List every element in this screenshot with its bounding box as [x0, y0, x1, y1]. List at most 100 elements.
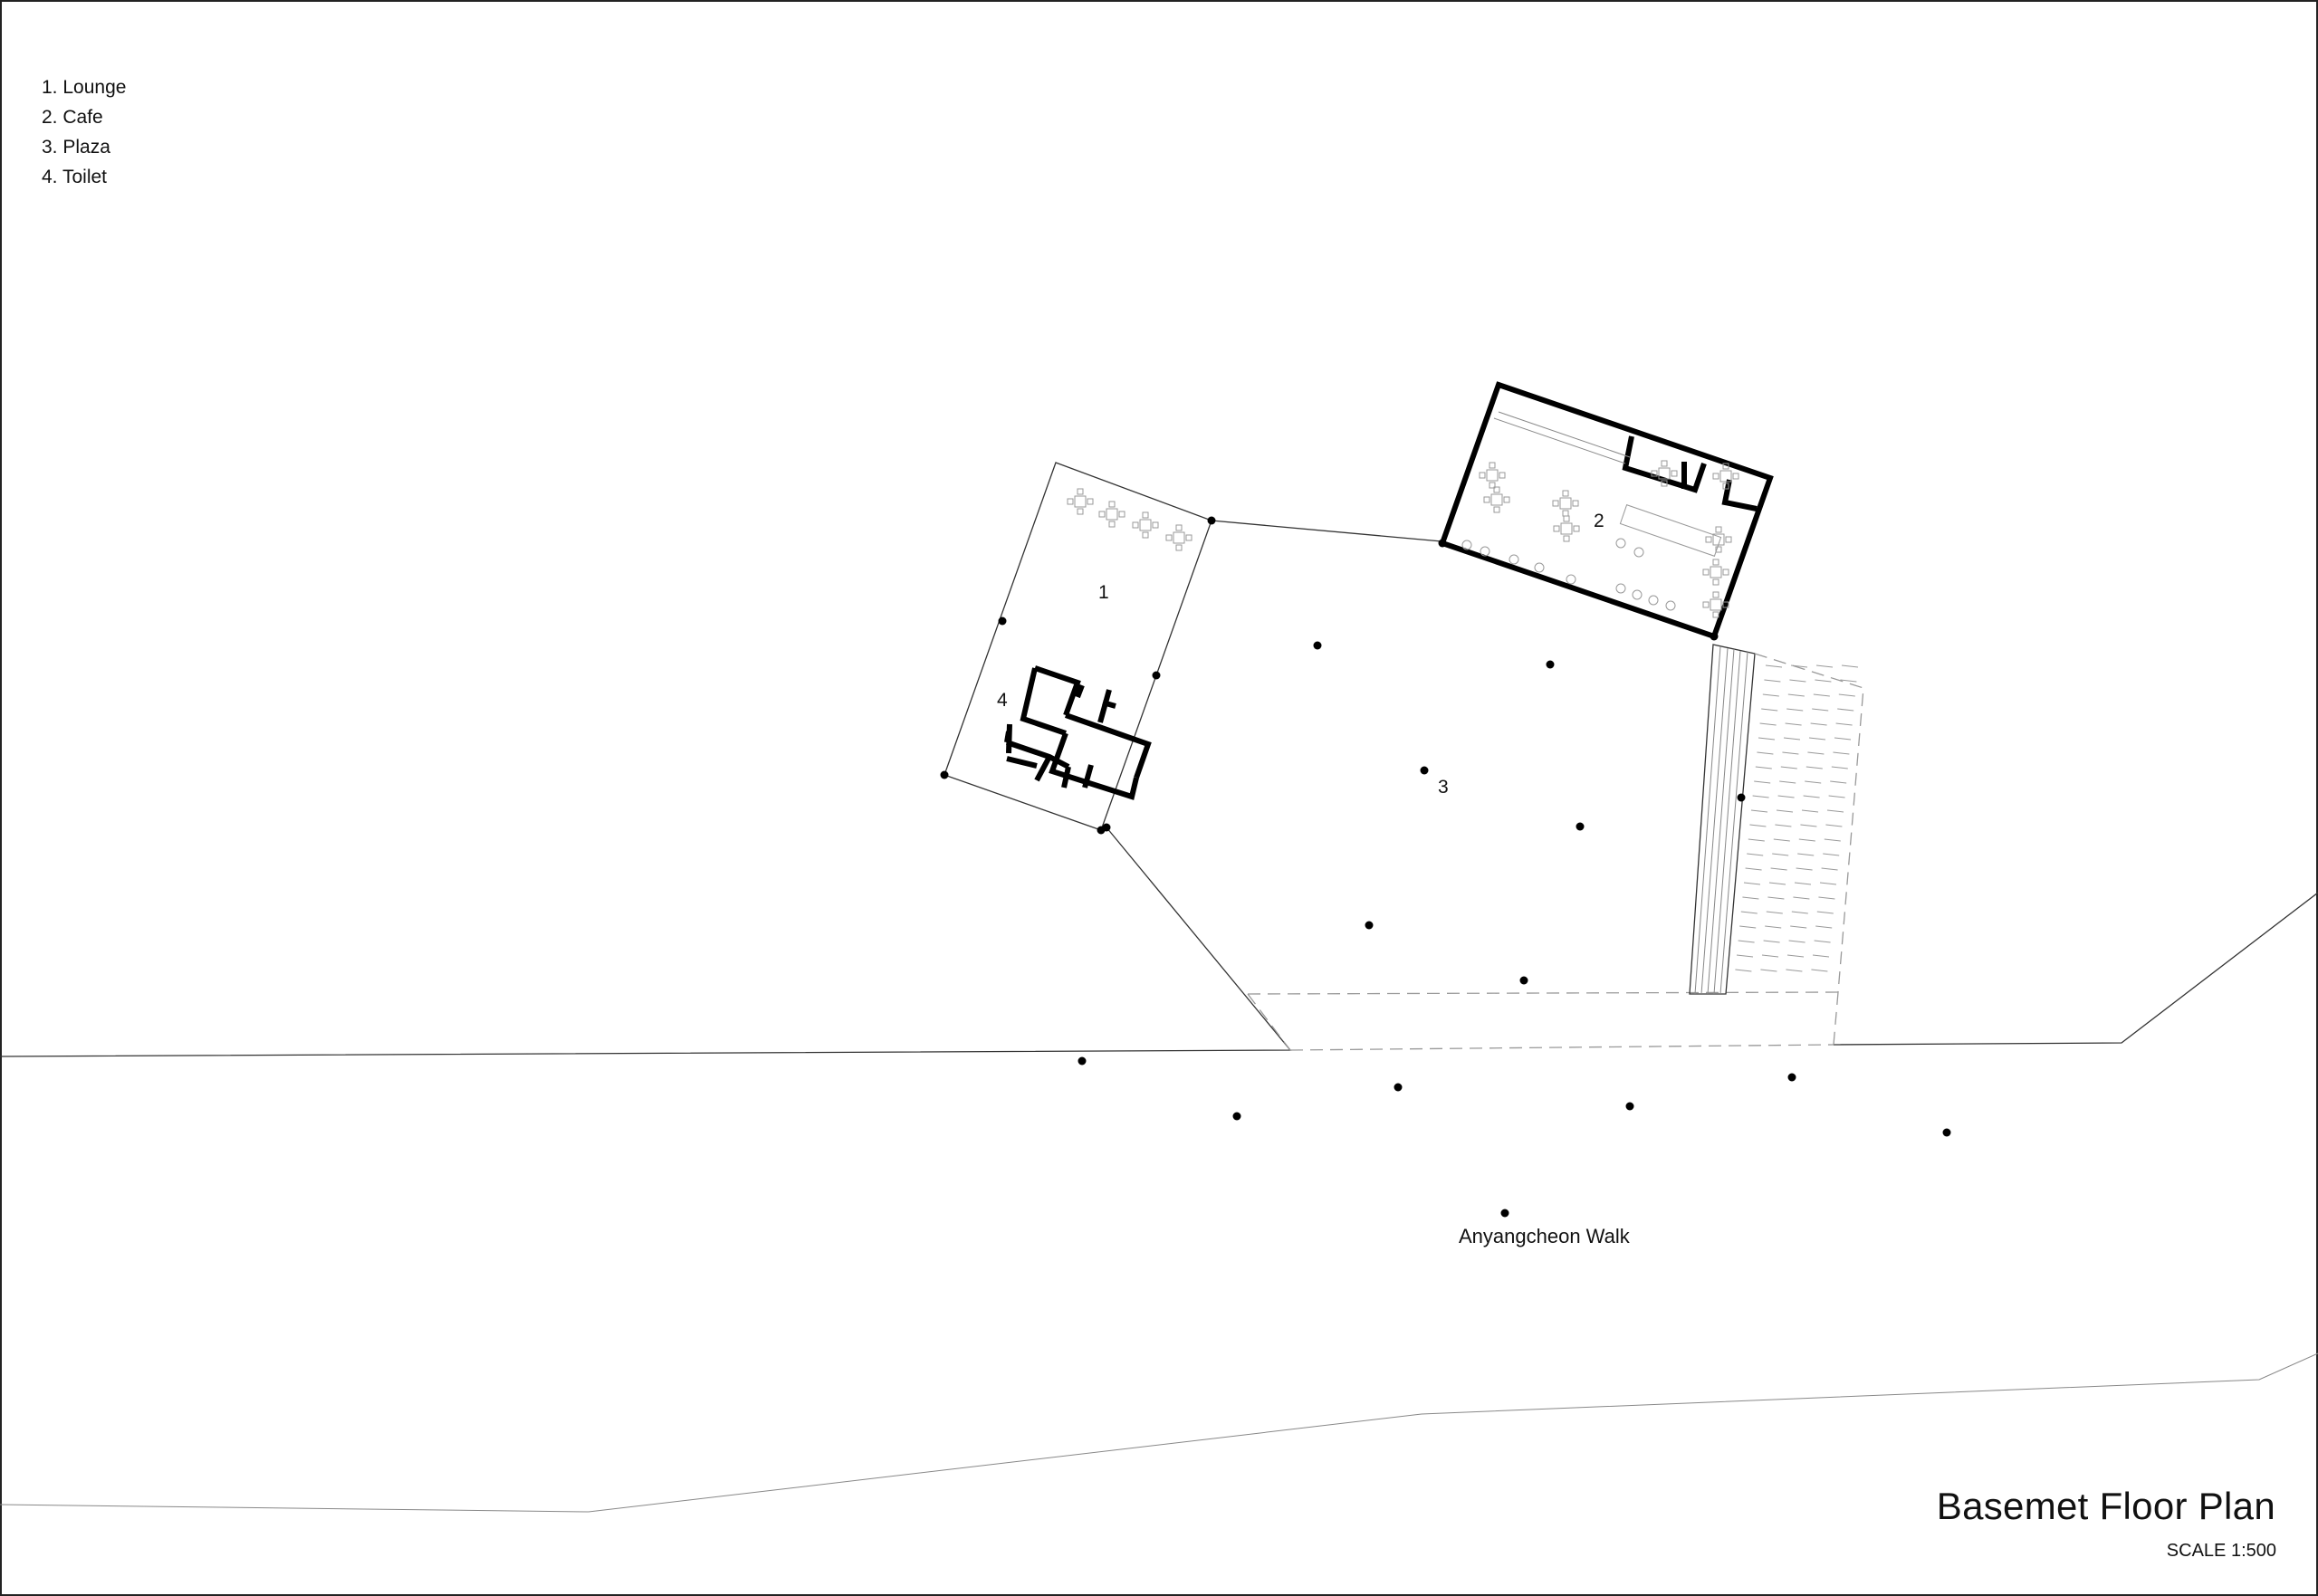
seat-row-mark — [1808, 737, 1826, 741]
seat-row-mark — [1828, 795, 1845, 798]
chair-symbol — [1722, 463, 1729, 470]
seat-row-mark — [1745, 867, 1762, 871]
seat-row-mark — [1815, 679, 1832, 683]
column-dot — [1438, 539, 1447, 548]
seat-row-mark — [1806, 766, 1823, 769]
chair-symbol — [1108, 501, 1116, 508]
legend-item-lounge: 1. Lounge — [42, 77, 127, 98]
seat-row-mark — [1763, 940, 1780, 943]
seat-row-mark — [1748, 838, 1765, 842]
chair-symbol — [1722, 601, 1729, 608]
furniture — [1067, 460, 1739, 618]
seat-row-mark — [1780, 766, 1797, 769]
chair-symbol — [1493, 506, 1500, 513]
chair-symbol — [1572, 500, 1579, 507]
chair-symbol — [1175, 544, 1183, 551]
legend-item-plaza: 3. Plaza — [42, 137, 110, 158]
chair-symbol — [1479, 472, 1486, 479]
long-table-symbol — [1619, 504, 1722, 557]
seat-row-mark — [1785, 722, 1802, 726]
column-dot — [1078, 1056, 1087, 1066]
column-dot — [1365, 921, 1374, 930]
seat-row-mark — [1767, 896, 1785, 900]
chair-symbol — [1489, 482, 1496, 489]
chair-symbol — [1175, 524, 1183, 531]
chair-symbol — [1165, 534, 1173, 541]
columns — [940, 516, 1951, 1218]
seat-row-mark — [1782, 751, 1799, 755]
seat-row-mark — [1807, 751, 1825, 755]
seat-row-mark — [1830, 780, 1847, 784]
seat-row-mark — [1740, 911, 1758, 914]
seat-row-mark — [1791, 911, 1808, 914]
seat-row-mark — [1815, 925, 1833, 929]
room-label-lounge: 1 — [1098, 582, 1109, 603]
chair-symbol — [1712, 591, 1719, 598]
seat-row-mark — [1816, 911, 1834, 914]
seat-row-mark — [1797, 853, 1815, 856]
seat-row-mark — [1812, 708, 1829, 712]
seat-row-mark — [1833, 751, 1850, 755]
table-symbol — [1106, 508, 1118, 521]
stool-symbol — [1648, 595, 1659, 606]
table-symbol — [1490, 493, 1503, 506]
seat-row-mark — [1762, 693, 1779, 697]
seat-row-mark — [1812, 954, 1830, 958]
seat-row-mark — [1790, 664, 1808, 668]
chair-symbol — [1142, 531, 1149, 539]
stool-symbol — [1480, 546, 1490, 557]
chair-symbol — [1067, 498, 1074, 505]
cafe-building — [1439, 381, 1774, 640]
seat-row-mark — [1798, 838, 1815, 842]
room-label-plaza: 3 — [1438, 777, 1449, 798]
seat-row-mark — [1824, 838, 1841, 842]
chair-symbol — [1489, 462, 1496, 469]
column-dot — [1232, 1112, 1241, 1121]
chair-symbol — [1722, 483, 1729, 490]
seat-row-mark — [1752, 795, 1769, 798]
stool-symbol — [1566, 574, 1576, 585]
seat-rows — [1735, 664, 1859, 972]
chair-symbol — [1573, 525, 1580, 532]
column-dot — [1737, 793, 1746, 802]
seat-row-mark — [1742, 896, 1759, 900]
column-dot — [1207, 516, 1216, 525]
seat-row-mark — [1793, 896, 1810, 900]
legend-item-cafe: 2. Cafe — [42, 107, 103, 128]
seat-row-mark — [1811, 969, 1828, 972]
table-symbol — [1173, 531, 1185, 544]
chair-symbol — [1152, 521, 1159, 529]
drawing-scale: SCALE 1:500 — [2166, 1541, 2276, 1561]
column-dot — [940, 770, 949, 779]
column-dot — [1576, 822, 1585, 831]
seat-row-mark — [1755, 766, 1772, 769]
column-dot — [1500, 1209, 1509, 1218]
seat-row-mark — [1766, 911, 1783, 914]
table-symbol — [1559, 497, 1572, 510]
chair-symbol — [1108, 521, 1116, 528]
chair-symbol — [1185, 534, 1193, 541]
chair-symbol — [1715, 526, 1722, 533]
seat-row-mark — [1831, 766, 1848, 769]
seat-row-mark — [1768, 882, 1786, 885]
seat-row-mark — [1805, 780, 1822, 784]
seat-row-mark — [1749, 824, 1767, 827]
chair-symbol — [1553, 525, 1560, 532]
table-symbol — [1139, 519, 1152, 531]
legend-item-toilet: 4. Toilet — [42, 167, 107, 187]
stepped-seating — [1689, 644, 1864, 995]
column-dot — [1710, 632, 1719, 641]
seat-row-mark — [1796, 867, 1813, 871]
chair-symbol — [1702, 569, 1710, 576]
seat-row-mark — [1754, 780, 1771, 784]
chair-symbol — [1118, 511, 1125, 518]
chair-symbol — [1712, 611, 1719, 618]
stool-symbol — [1665, 600, 1676, 611]
chair-symbol — [1732, 473, 1739, 480]
chair-symbol — [1503, 496, 1510, 503]
seat-row-mark — [1786, 954, 1805, 958]
chair-symbol — [1077, 508, 1084, 515]
chair-symbol — [1712, 473, 1719, 480]
table-symbol — [1719, 470, 1732, 483]
